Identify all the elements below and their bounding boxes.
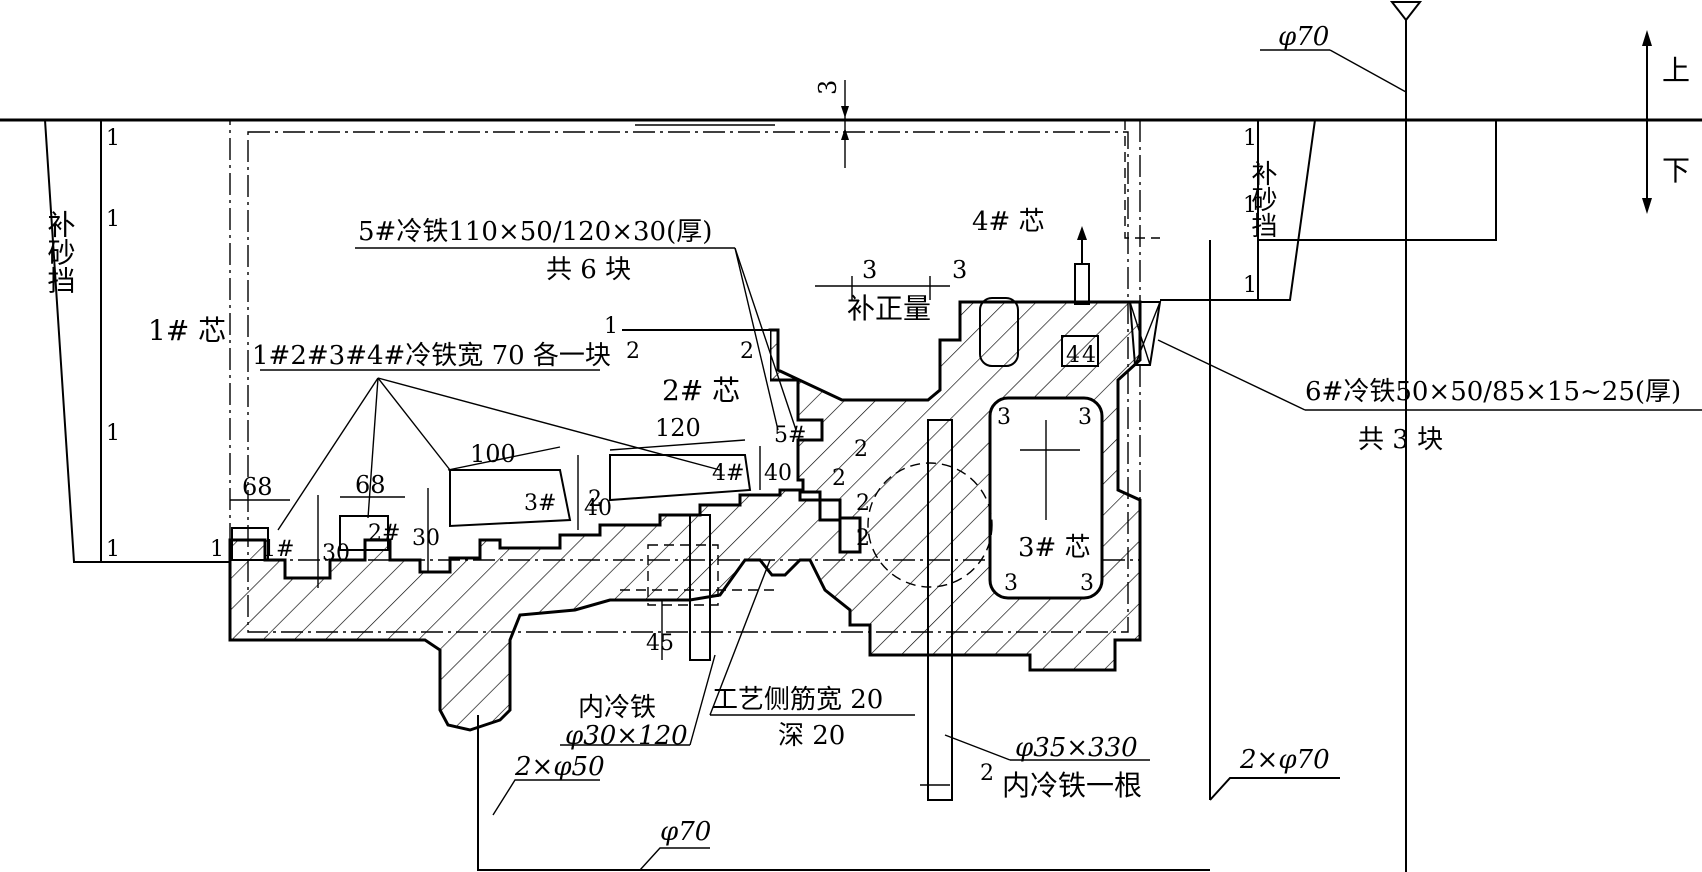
chill5-line2: 共 6 块 (546, 255, 631, 285)
dim120: 120 (655, 414, 701, 442)
dim2-d: 2 (856, 526, 870, 551)
core2-n3: 2 (740, 339, 754, 364)
core1-label: 1# 芯 (148, 314, 226, 347)
inner-chill-a (560, 514, 716, 746)
core3-n4: 3 (1080, 571, 1094, 596)
core1-inner (247, 131, 1129, 633)
dim-3-top (841, 80, 849, 168)
ratio-label-7: 1 (1243, 193, 1257, 218)
phi70-top-label: φ70 (1278, 22, 1329, 52)
rib-line1: 工艺侧筋宽 20 (712, 685, 883, 715)
dim40b: 40 (764, 461, 792, 486)
left-sand-block (44, 119, 230, 563)
inner-chill-b-dim2: 2 (980, 761, 994, 786)
dim40a: 40 (584, 496, 612, 521)
dim2-a: 2 (854, 437, 868, 462)
up-down-arrow (1642, 30, 1652, 214)
casting-section (228, 300, 1142, 732)
chill1-num: 1# (262, 537, 294, 562)
ratio-label-8: 1 (1243, 273, 1257, 298)
inner-chill-a-line1: 内冷铁 (578, 693, 656, 723)
inner-chill-a-line2: φ30×120 (565, 721, 688, 751)
riser-2x50-label: 2×φ50 (514, 752, 605, 782)
chill6-line1: 6#冷铁50×50/85×15~25(厚) (1305, 377, 1681, 407)
comp-label: 补正量 (847, 292, 931, 325)
core2-n2: 2 (626, 339, 640, 364)
chill-6 (1128, 301, 1702, 411)
ratio-label-4: 1 (106, 537, 120, 562)
hidden-circle-left (867, 462, 993, 588)
sand-right-label: 补砂挡 (1247, 160, 1277, 238)
chill-5-leader (355, 247, 797, 431)
core3-n2: 3 (1078, 405, 1092, 430)
core3-n3: 3 (1004, 571, 1018, 596)
core2-n1: 1 (604, 314, 618, 339)
comp-dims (815, 276, 950, 300)
sprue (1260, 1, 1423, 872)
ratio-label-1: 1 (106, 126, 120, 151)
core2-region (600, 330, 770, 480)
core4-top (979, 226, 1099, 367)
dim30a: 30 (322, 541, 350, 566)
chill-blocks (231, 454, 752, 561)
chill2-num: 2# (368, 521, 400, 546)
core4-dim1: 4 (1066, 343, 1080, 368)
runners (477, 240, 1340, 871)
riser-2x70-label: 2×φ70 (1239, 745, 1330, 775)
rib-line2: 深 20 (778, 721, 845, 751)
dim68b: 68 (355, 471, 386, 499)
ratio-label-5: 1 (210, 537, 224, 562)
right-sand-block (1124, 119, 1497, 301)
down-label: 下 (1662, 154, 1690, 187)
chill6-line2: 共 3 块 (1358, 425, 1443, 455)
hidden-rect (647, 544, 719, 606)
dim68a: 68 (242, 473, 273, 501)
dim-3-top-label: 3 (814, 80, 842, 95)
phi70-bottom-label: φ70 (660, 817, 711, 847)
core4-dim2: 4 (1082, 343, 1096, 368)
comp-dim-b: 3 (952, 256, 967, 284)
ratio-label-3: 1 (106, 421, 120, 446)
inner-chill-b-line1: φ35×330 (1015, 733, 1138, 763)
inner-chill-b-line2: 内冷铁一根 (1002, 769, 1142, 802)
comp-dim-a: 3 (862, 256, 877, 284)
rib-leader (709, 559, 915, 716)
chill5-num: 5# (774, 423, 806, 448)
chill5-line1: 5#冷铁110×50/120×30(厚) (358, 217, 712, 247)
core3-n1: 3 (997, 405, 1011, 430)
inner-chill-b (920, 419, 1150, 801)
dims (230, 439, 761, 660)
chills1234-label: 1#2#3#4#冷铁宽 70 各一块 (252, 341, 611, 371)
dim2-b: 2 (832, 466, 846, 491)
ratio-label-2: 1 (106, 207, 120, 232)
sand-left-label: 补砂挡 (44, 210, 77, 294)
chill3-num: 3# (524, 491, 556, 516)
dim2-c: 2 (856, 491, 870, 516)
dim45: 45 (646, 631, 674, 656)
core2-label: 2# 芯 (662, 374, 740, 407)
dim2-e: 2 (588, 487, 602, 512)
core3-label: 3# 芯 (1018, 533, 1091, 563)
ratio-label-6: 1 (1243, 126, 1257, 151)
dim100: 100 (470, 440, 516, 468)
chill4-num: 4# (712, 461, 744, 486)
dim30b: 30 (412, 526, 440, 551)
core4-label: 4# 芯 (972, 207, 1045, 237)
up-label: 上 (1662, 54, 1690, 87)
